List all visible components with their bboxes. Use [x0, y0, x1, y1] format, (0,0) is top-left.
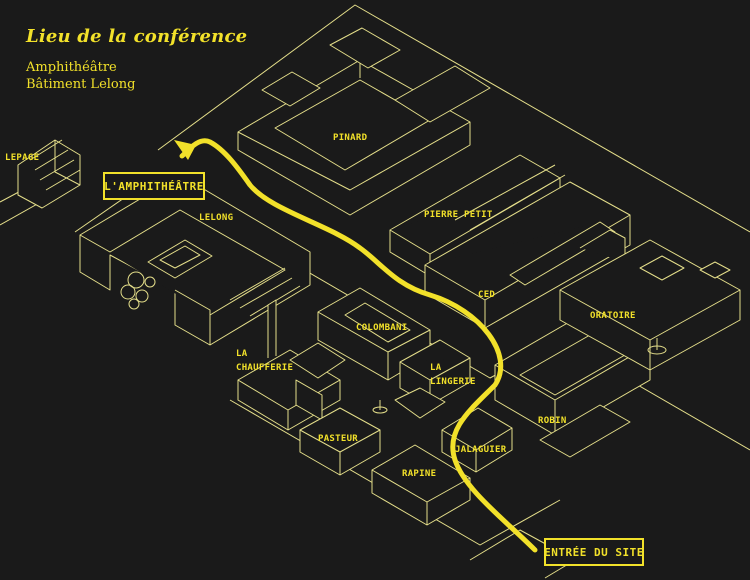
destination-label: L'AMPHITHÉÂTRE	[104, 180, 204, 193]
label-pierre-petit: PIERRE PETIT	[424, 210, 493, 220]
label-oratoire: ORATOIRE	[590, 311, 636, 321]
fountain-oratoire	[647, 338, 667, 355]
building-chaufferie	[237, 299, 346, 431]
label-robin: ROBIN	[538, 416, 567, 426]
entrance-box	[544, 538, 644, 566]
label-pinard: PINARD	[333, 133, 368, 143]
building-lepage	[17, 139, 81, 209]
building-colombani	[317, 287, 431, 381]
route-arrow-icon	[174, 140, 196, 160]
label-chaufferie-line1: LA	[236, 349, 248, 359]
label-lingerie-line1: LA	[430, 363, 442, 373]
destination-box	[103, 172, 205, 200]
route-path	[179, 138, 538, 553]
label-jalaguier: JALAGUIER	[455, 445, 507, 455]
label-ced: CED	[478, 290, 495, 300]
entrance-label: ENTRÉE DU SITE	[544, 546, 644, 559]
building-lelong	[79, 174, 311, 346]
label-lingerie-line2: LINGERIE	[430, 377, 476, 387]
fountain-center	[372, 400, 388, 414]
label-chaufferie-line2: CHAUFFERIE	[236, 363, 293, 373]
map-subtitle-building: Bâtiment Lelong	[26, 77, 136, 92]
building-pinard	[237, 27, 491, 216]
building-rapine	[371, 444, 471, 526]
building-lingerie	[394, 339, 471, 419]
map-subtitle-venue: Amphithéâtre	[26, 60, 117, 75]
label-lepage: LEPAGE	[5, 153, 39, 163]
building-oratoire	[559, 239, 741, 371]
label-lelong: LELONG	[199, 213, 233, 223]
building-pierre-petit	[389, 154, 566, 277]
building-ced	[424, 181, 631, 329]
label-rapine: RAPINE	[402, 469, 436, 479]
trees-lelong	[120, 271, 156, 310]
map-title: Lieu de la conférence	[26, 26, 248, 47]
building-pasteur	[299, 407, 381, 476]
label-pasteur: PASTEUR	[318, 434, 358, 444]
label-colombani: COLOMBANI	[356, 323, 407, 333]
